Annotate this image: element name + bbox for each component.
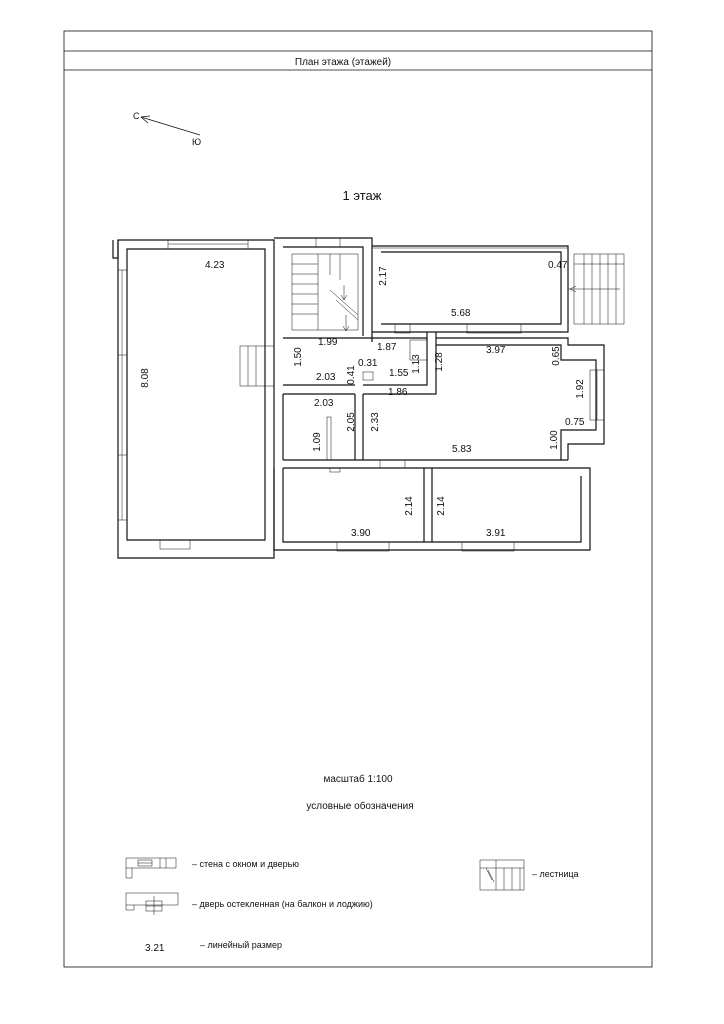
- legend-glazed-door-label: – дверь остекленная (на балкон и лоджию): [192, 899, 373, 909]
- dimension: 0.65: [551, 346, 562, 366]
- dimension: 2.17: [378, 266, 389, 286]
- dimension: 1.13: [411, 354, 422, 374]
- legend-linear-size-label: – линейный размер: [200, 940, 282, 950]
- side-entrance-stairs-icon: [239, 345, 275, 387]
- dimension: 1.87: [377, 342, 397, 353]
- dimension: 5.68: [451, 308, 471, 319]
- dimension: 1.00: [549, 430, 560, 450]
- dimension: 2.03: [314, 398, 334, 409]
- dimension: 5.83: [452, 444, 472, 455]
- dimension: 1.50: [293, 347, 304, 367]
- sheet-frame: [63, 30, 653, 968]
- dimension: 1.99: [318, 337, 338, 348]
- dimension: 8.08: [140, 368, 151, 388]
- dimension: 1.09: [312, 432, 323, 452]
- dimension: 0.31: [358, 358, 378, 369]
- legend-stairs-icon: [479, 859, 525, 891]
- dimension: 1.55: [389, 368, 409, 379]
- legend-wall-window-door-label: – стена с окном и дверью: [192, 859, 299, 869]
- plan-title: План этажа (этажей): [295, 57, 391, 68]
- dimension: 1.86: [388, 387, 408, 398]
- exterior-stairs-icon: [568, 253, 625, 325]
- compass-arrow-icon: [140, 115, 201, 136]
- compass-north-label: С: [133, 111, 140, 121]
- legend-title: условные обозначения: [306, 800, 413, 812]
- dimension: 2.14: [404, 496, 415, 516]
- legend-glazed-door-icon: [125, 892, 179, 915]
- dimension: 0.41: [346, 365, 357, 385]
- dimension: 2.03: [316, 372, 336, 383]
- legend-wall-window-door-icon: [125, 857, 177, 879]
- interior-stairs-icon: [291, 253, 359, 332]
- compass-south-label: Ю: [192, 137, 201, 147]
- legend-linear-size-sample: 3.21: [145, 943, 165, 954]
- building-walls: [112, 237, 625, 559]
- dimension: 0.47: [548, 260, 568, 271]
- dimension: 0.75: [565, 417, 585, 428]
- scale-text: масштаб 1:100: [323, 773, 392, 785]
- dimension: 3.97: [486, 345, 506, 356]
- dimension: 2.14: [436, 496, 447, 516]
- dimension: 1.92: [575, 379, 586, 399]
- legend-stairs-label: – лестница: [532, 869, 579, 879]
- dimension: 2.33: [370, 412, 381, 432]
- dimension: 1.28: [434, 352, 445, 372]
- dimension: 3.90: [351, 528, 371, 539]
- dimension: 3.91: [486, 528, 506, 539]
- floor-label: 1 этаж: [343, 188, 382, 203]
- dimension: 4.23: [205, 260, 225, 271]
- dimension: 2.05: [346, 412, 357, 432]
